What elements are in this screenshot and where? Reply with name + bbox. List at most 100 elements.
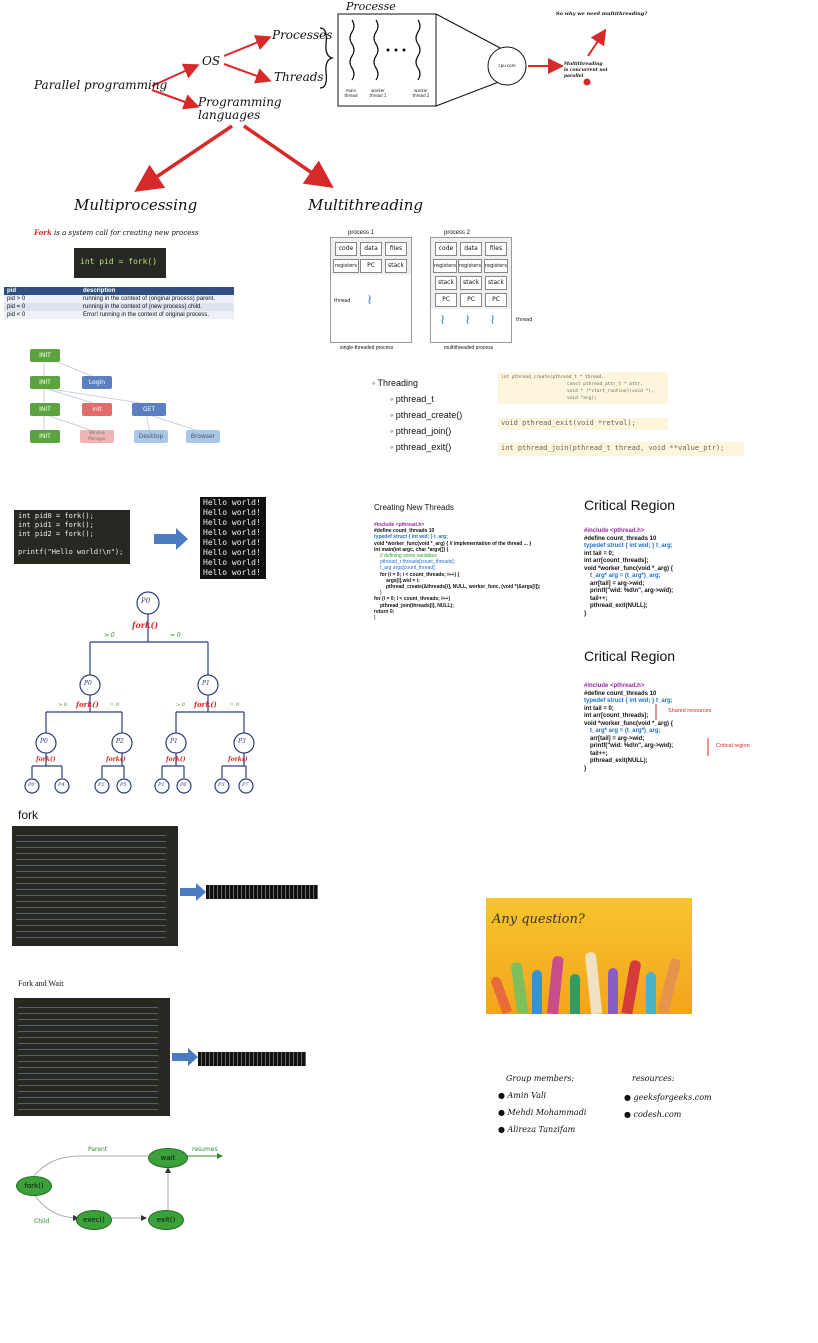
leaf: P2: [98, 782, 105, 788]
leaf: P4: [58, 782, 65, 788]
procs-box-title: Processe: [346, 0, 396, 13]
data-cell: data: [460, 242, 482, 256]
gt-label: > 0: [176, 702, 185, 708]
wavy-thread-icon: ≀: [465, 312, 471, 328]
tree-node-l2: P3: [238, 738, 246, 745]
code-line: typedef struct { int wid; } t_arg;: [584, 543, 673, 549]
code-line: typedef struct { int wid; } t_arg;: [374, 534, 448, 541]
fork-word: Fork: [34, 228, 52, 237]
os-label: OS: [202, 54, 221, 68]
output-line: Hello world!: [203, 528, 261, 537]
eq-label: = 0: [110, 702, 119, 708]
code-line: pthread_join(threads[i], NULL);: [380, 602, 454, 609]
code-line: int pid2 = fork();: [18, 530, 94, 538]
single-thread-process: code data files registers PC stack threa…: [330, 237, 412, 343]
single-caption: single-threaded process: [340, 345, 394, 351]
prog-lang-label: Programming languages: [198, 95, 282, 122]
tree-node: Login: [82, 376, 112, 389]
parent-label: Parent: [88, 1146, 108, 1153]
fork-label: fork(): [106, 756, 126, 763]
multithreading-title: Multithreading: [308, 196, 423, 214]
tree-node: INIT: [30, 376, 60, 389]
thread-label: thread: [334, 298, 351, 304]
files-cell: files: [485, 242, 507, 256]
resource-item: ● codesh.com: [624, 1110, 682, 1119]
fork-label: fork(): [132, 620, 159, 630]
code-line: #include <pthread.h>: [584, 683, 645, 689]
code-line: int pid0 = fork();: [18, 512, 94, 520]
exit-node: exit(): [148, 1210, 184, 1230]
creating-threads-code: #include <pthread.h> #define count_threa…: [374, 522, 570, 621]
leaf: P0: [28, 782, 35, 788]
thread-label-1: worker thread 1: [369, 88, 387, 98]
output-line: Hello world!: [203, 518, 261, 527]
critical1-code: #include <pthread.h> #define count_threa…: [584, 528, 754, 618]
list-item: ◦ pthread_create(): [390, 410, 463, 420]
fork-demo-code: int pid0 = fork(); int pid1 = fork(); in…: [14, 510, 130, 564]
process1-label: process 1: [348, 230, 375, 236]
code-line: pthread_exit(NULL);: [590, 758, 648, 764]
leaf: P6: [180, 782, 187, 788]
tree-node-l1: P1: [202, 680, 210, 687]
output-line: Hello world!: [203, 538, 261, 547]
table-cell: Error! running in the context of origina…: [80, 311, 234, 319]
code-lines-graphic: [16, 830, 166, 940]
wavy-thread-icon: ≀: [440, 312, 446, 328]
sig-line: int pthread_create(pthread_t * thread,: [501, 375, 604, 380]
resumes-label: resumes: [192, 1146, 218, 1153]
code-line: }: [584, 610, 587, 617]
list-item-text: pthread_join(): [395, 426, 452, 436]
code-line: void *worker_func(void *_arg) {: [584, 565, 674, 572]
fork-label: fork(): [166, 756, 186, 763]
exec-node: exec(): [76, 1210, 112, 1230]
raised-hands-illustration: [486, 946, 692, 1014]
fork-output-screenshot: [206, 885, 318, 899]
wavy-thread-icon: ≀: [490, 312, 496, 328]
tree-node: Desktop: [134, 430, 168, 443]
code-lines-graphic: [18, 1002, 158, 1110]
sig-line: void * (*start_routine)(void *),: [567, 389, 654, 394]
code-line: printf("wid: %d\n", arg->wid);: [590, 588, 674, 594]
sig-line: void *arg);: [567, 396, 597, 401]
threading-list-title: ◦ Threading: [372, 378, 419, 388]
resource-link: geeksforgeeks.com: [633, 1093, 712, 1102]
files-cell: files: [385, 242, 407, 256]
gt-label: > 0: [104, 632, 115, 639]
pc-cell: PC: [360, 259, 382, 273]
creating-threads-title: Creating New Threads: [374, 503, 454, 512]
stack-cell: stack: [435, 276, 457, 290]
code-line: arr[tail] = arg->wid;: [590, 735, 645, 742]
sig-exit-box: void pthread_exit(void *retval);: [498, 418, 668, 430]
wavy-thread-icon: ≀: [367, 292, 373, 308]
root-label: Parallel programming: [34, 78, 168, 92]
tree-node: INIT: [30, 349, 60, 362]
list-item: ◦ pthread_join(): [390, 426, 452, 436]
threading-list: ◦ Threading ◦ pthread_t ◦ pthread_create…: [372, 378, 462, 458]
fork-wait-code-screenshot: [14, 998, 170, 1116]
sig-join-box: int pthread_join(pthread_t thread, void …: [498, 442, 744, 456]
registers-cell: registers: [458, 259, 482, 273]
code-line: int main(int argc, char *argv[]) {: [374, 546, 449, 553]
code-line: tail++;: [590, 595, 608, 602]
code-line: pthread_exit(NULL);: [590, 603, 648, 609]
pid-header: pid: [4, 287, 80, 295]
output-line: Hello world!: [203, 558, 261, 567]
list-item-text: pthread_create(): [395, 410, 463, 420]
fork-label: fork(): [76, 700, 99, 709]
code-line: int arr[count_threads];: [584, 713, 649, 719]
tree-node: GET: [132, 403, 166, 416]
processes-label: Processes: [272, 28, 333, 42]
thread-label-2: worker thread 2: [412, 88, 430, 98]
table-cell: running in the context of (new process) …: [80, 303, 234, 311]
code-line: printf("Hello world!\n");: [18, 548, 124, 556]
code-line: int pid1 = fork();: [18, 521, 94, 529]
eq-label: = 0: [170, 632, 181, 639]
pc-cell: PC: [485, 293, 507, 307]
critical1-title: Critical Region: [584, 497, 676, 513]
fork-label: fork(): [36, 756, 56, 763]
threads-label: Threads: [274, 70, 324, 84]
resource-link: codesh.com: [633, 1110, 682, 1119]
code-line: args[i].wid = i;: [386, 577, 420, 584]
multi-thread-process: code data files registers registers regi…: [430, 237, 512, 343]
